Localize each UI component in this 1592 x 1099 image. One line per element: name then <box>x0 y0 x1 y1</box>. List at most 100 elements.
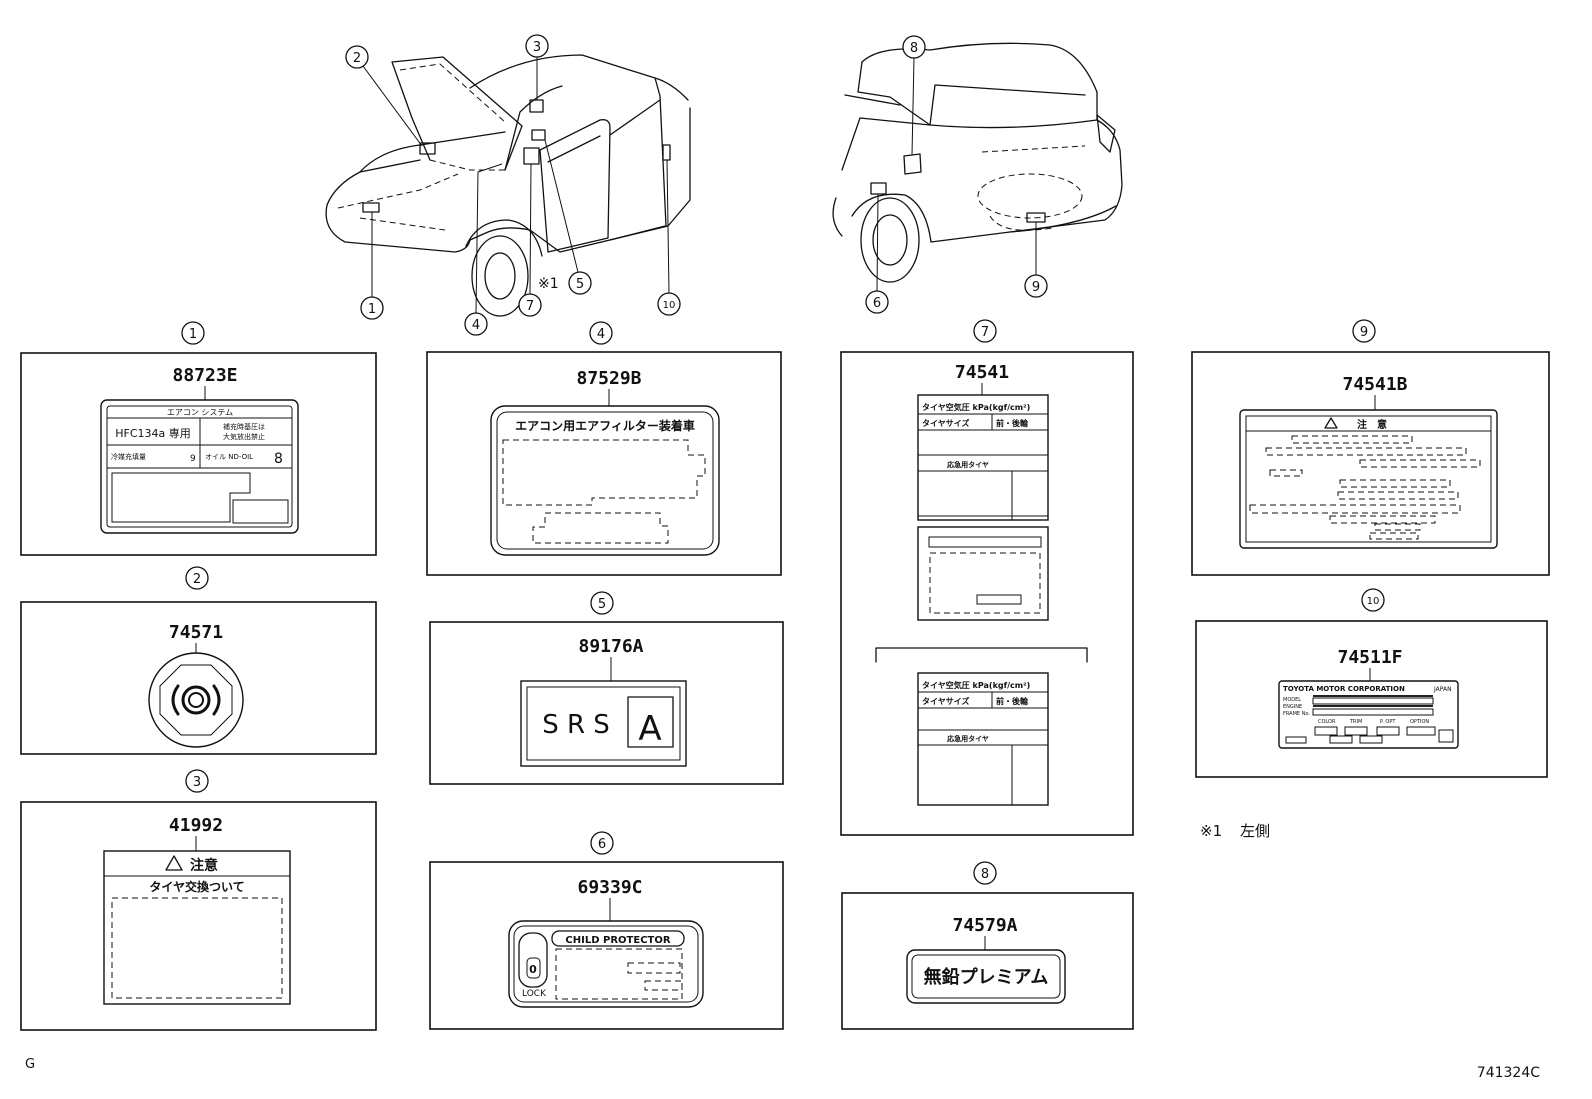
rear-pillar <box>654 77 667 227</box>
svg-text:TOYOTA MOTOR CORPORATION: TOYOTA MOTOR CORPORATION <box>1283 685 1405 693</box>
tailgate-outline <box>1009 91 1123 233</box>
child-lock-knob-icon <box>518 932 548 988</box>
overview-callout-2: 2 <box>345 45 369 69</box>
front-bumper-outline <box>325 204 471 253</box>
part-number-74541b: 74541B <box>1342 374 1407 395</box>
svg-text:応急用タイヤ: 応急用タイヤ <box>947 734 989 743</box>
label-number-9 <box>1352 319 1376 343</box>
front-wheel-hub <box>484 252 516 300</box>
svg-text:8: 8 <box>910 41 918 56</box>
rear-side-window <box>857 61 931 126</box>
label-panel-4: 4 87529B エアコン用エアフィルター装着車 <box>426 321 782 576</box>
svg-text:3: 3 <box>193 775 201 790</box>
variant-bracket <box>875 647 1088 663</box>
figure-id: 741324C <box>1477 1065 1540 1081</box>
overview-callout-5: 5 <box>568 271 592 295</box>
spare-tire-well <box>977 173 1083 219</box>
label-panel-5: 5 89176A S R S A <box>429 591 784 785</box>
overview-leader-lines <box>362 57 1037 314</box>
warning-triangle-icon <box>165 855 183 871</box>
part-number-69339c: 69339C <box>577 877 642 898</box>
svg-text:1: 1 <box>189 327 197 342</box>
part-number-74571: 74571 <box>169 622 223 643</box>
front-door-window-line <box>547 135 601 163</box>
label-number-5 <box>590 591 614 615</box>
rear-bumper <box>930 205 1117 243</box>
overview-callout-10: 10 <box>657 292 681 316</box>
svg-text:注 意: 注 意 <box>1357 418 1387 431</box>
label-panel-3: 3 41992 注意 タイヤ交換ついて <box>20 769 377 1031</box>
ac-air-filter-label <box>490 405 720 556</box>
svg-text:FRAME No.: FRAME No. <box>1283 711 1310 717</box>
rear-roof-outline <box>861 42 1098 93</box>
open-front-door <box>539 119 611 253</box>
svg-text:オイル ND-OIL: オイル ND-OIL <box>205 453 253 461</box>
svg-text:LOCK: LOCK <box>522 989 547 999</box>
svg-text:注意: 注意 <box>190 857 218 874</box>
svg-text:7: 7 <box>526 299 534 314</box>
label-marker-1 <box>362 202 380 213</box>
label-number-8 <box>973 861 997 885</box>
svg-text:A: A <box>638 709 661 749</box>
rear-car-illustration <box>832 42 1123 283</box>
label-marker-6 <box>870 182 887 195</box>
overview-callout-3: 3 <box>525 34 549 58</box>
brake-warning-icon <box>181 685 211 715</box>
svg-text:9: 9 <box>1032 280 1040 295</box>
svg-text:2: 2 <box>353 51 361 66</box>
label-panel-7: 7 74541 タイヤ空気圧 kPa(kgf/cm²) タイヤサイズ 前・後輪 … <box>840 319 1134 836</box>
label-panel-9: 9 74541B 注 意 <box>1191 319 1550 576</box>
label-number-10 <box>1361 588 1385 612</box>
label-panel-10: 10 74511F TOYOTA MOTOR CORPORATION JAPAN… <box>1195 588 1548 778</box>
overview-callout-1: 1 <box>360 296 384 320</box>
svg-text:6: 6 <box>598 837 606 852</box>
front-nose-outline <box>326 159 421 206</box>
part-number-88723e: 88723E <box>172 365 237 386</box>
part-number-74579a: 74579A <box>952 915 1017 936</box>
child-protector-label <box>508 920 704 1008</box>
part-number-74541: 74541 <box>955 362 1009 383</box>
svg-text:MODEL: MODEL <box>1283 697 1301 703</box>
rear-wheel <box>860 197 920 283</box>
label-number-2 <box>185 566 209 590</box>
svg-text:ENGINE: ENGINE <box>1283 704 1302 710</box>
svg-text:JAPAN: JAPAN <box>1433 686 1452 693</box>
rear-wheel-hub <box>872 214 908 266</box>
fuel-lid <box>903 153 922 175</box>
svg-text:大気放出禁止: 大気放出禁止 <box>223 432 265 441</box>
warning-triangle-icon <box>1324 417 1338 429</box>
footnote-mark: ※1 <box>1200 822 1222 840</box>
hood-inner-line <box>399 63 506 123</box>
svg-text:HFC134a 専用: HFC134a 専用 <box>115 427 191 440</box>
label-marker-5 <box>531 129 546 141</box>
svg-text:前・後輪: 前・後輪 <box>996 418 1029 428</box>
footnote-text: 左側 <box>1240 822 1270 840</box>
srs-text: S R S <box>542 710 610 740</box>
label-number-6 <box>590 831 614 855</box>
svg-text:2: 2 <box>193 572 201 587</box>
svg-text:冷媒充填量: 冷媒充填量 <box>111 452 146 461</box>
svg-text:6: 6 <box>873 296 881 311</box>
srs-badge <box>627 696 674 748</box>
label-number-7 <box>973 319 997 343</box>
svg-text:10: 10 <box>663 300 676 311</box>
overview-note-mark: ※1 <box>538 276 559 292</box>
label-panel-1: 1 88723E エアコン システム HFC134a 専用 補充時基圧は 大気放… <box>20 321 377 556</box>
svg-text:4: 4 <box>597 327 605 342</box>
svg-text:P. OPT: P. OPT <box>1380 719 1396 725</box>
octagon-frame-icon <box>159 664 233 736</box>
roof-outline <box>469 54 689 101</box>
svg-text:1: 1 <box>368 302 376 317</box>
label-marker-2 <box>419 142 436 155</box>
svg-text:10: 10 <box>1367 596 1380 607</box>
brake-warning-label <box>148 652 244 748</box>
svg-text:タイヤサイズ: タイヤサイズ <box>922 418 970 428</box>
svg-text:8: 8 <box>274 451 283 467</box>
svg-text:4: 4 <box>472 318 480 333</box>
tail-light <box>1096 114 1116 153</box>
tire-pressure-label-lower <box>917 672 1049 806</box>
part-number-89176a: 89176A <box>578 636 643 657</box>
svg-text:エアコン用エアフィルター装着車: エアコン用エアフィルター装着車 <box>515 418 695 433</box>
label-panel-6: 6 69339C CHILD PROTECTOR 0 LOCK <box>429 831 784 1030</box>
